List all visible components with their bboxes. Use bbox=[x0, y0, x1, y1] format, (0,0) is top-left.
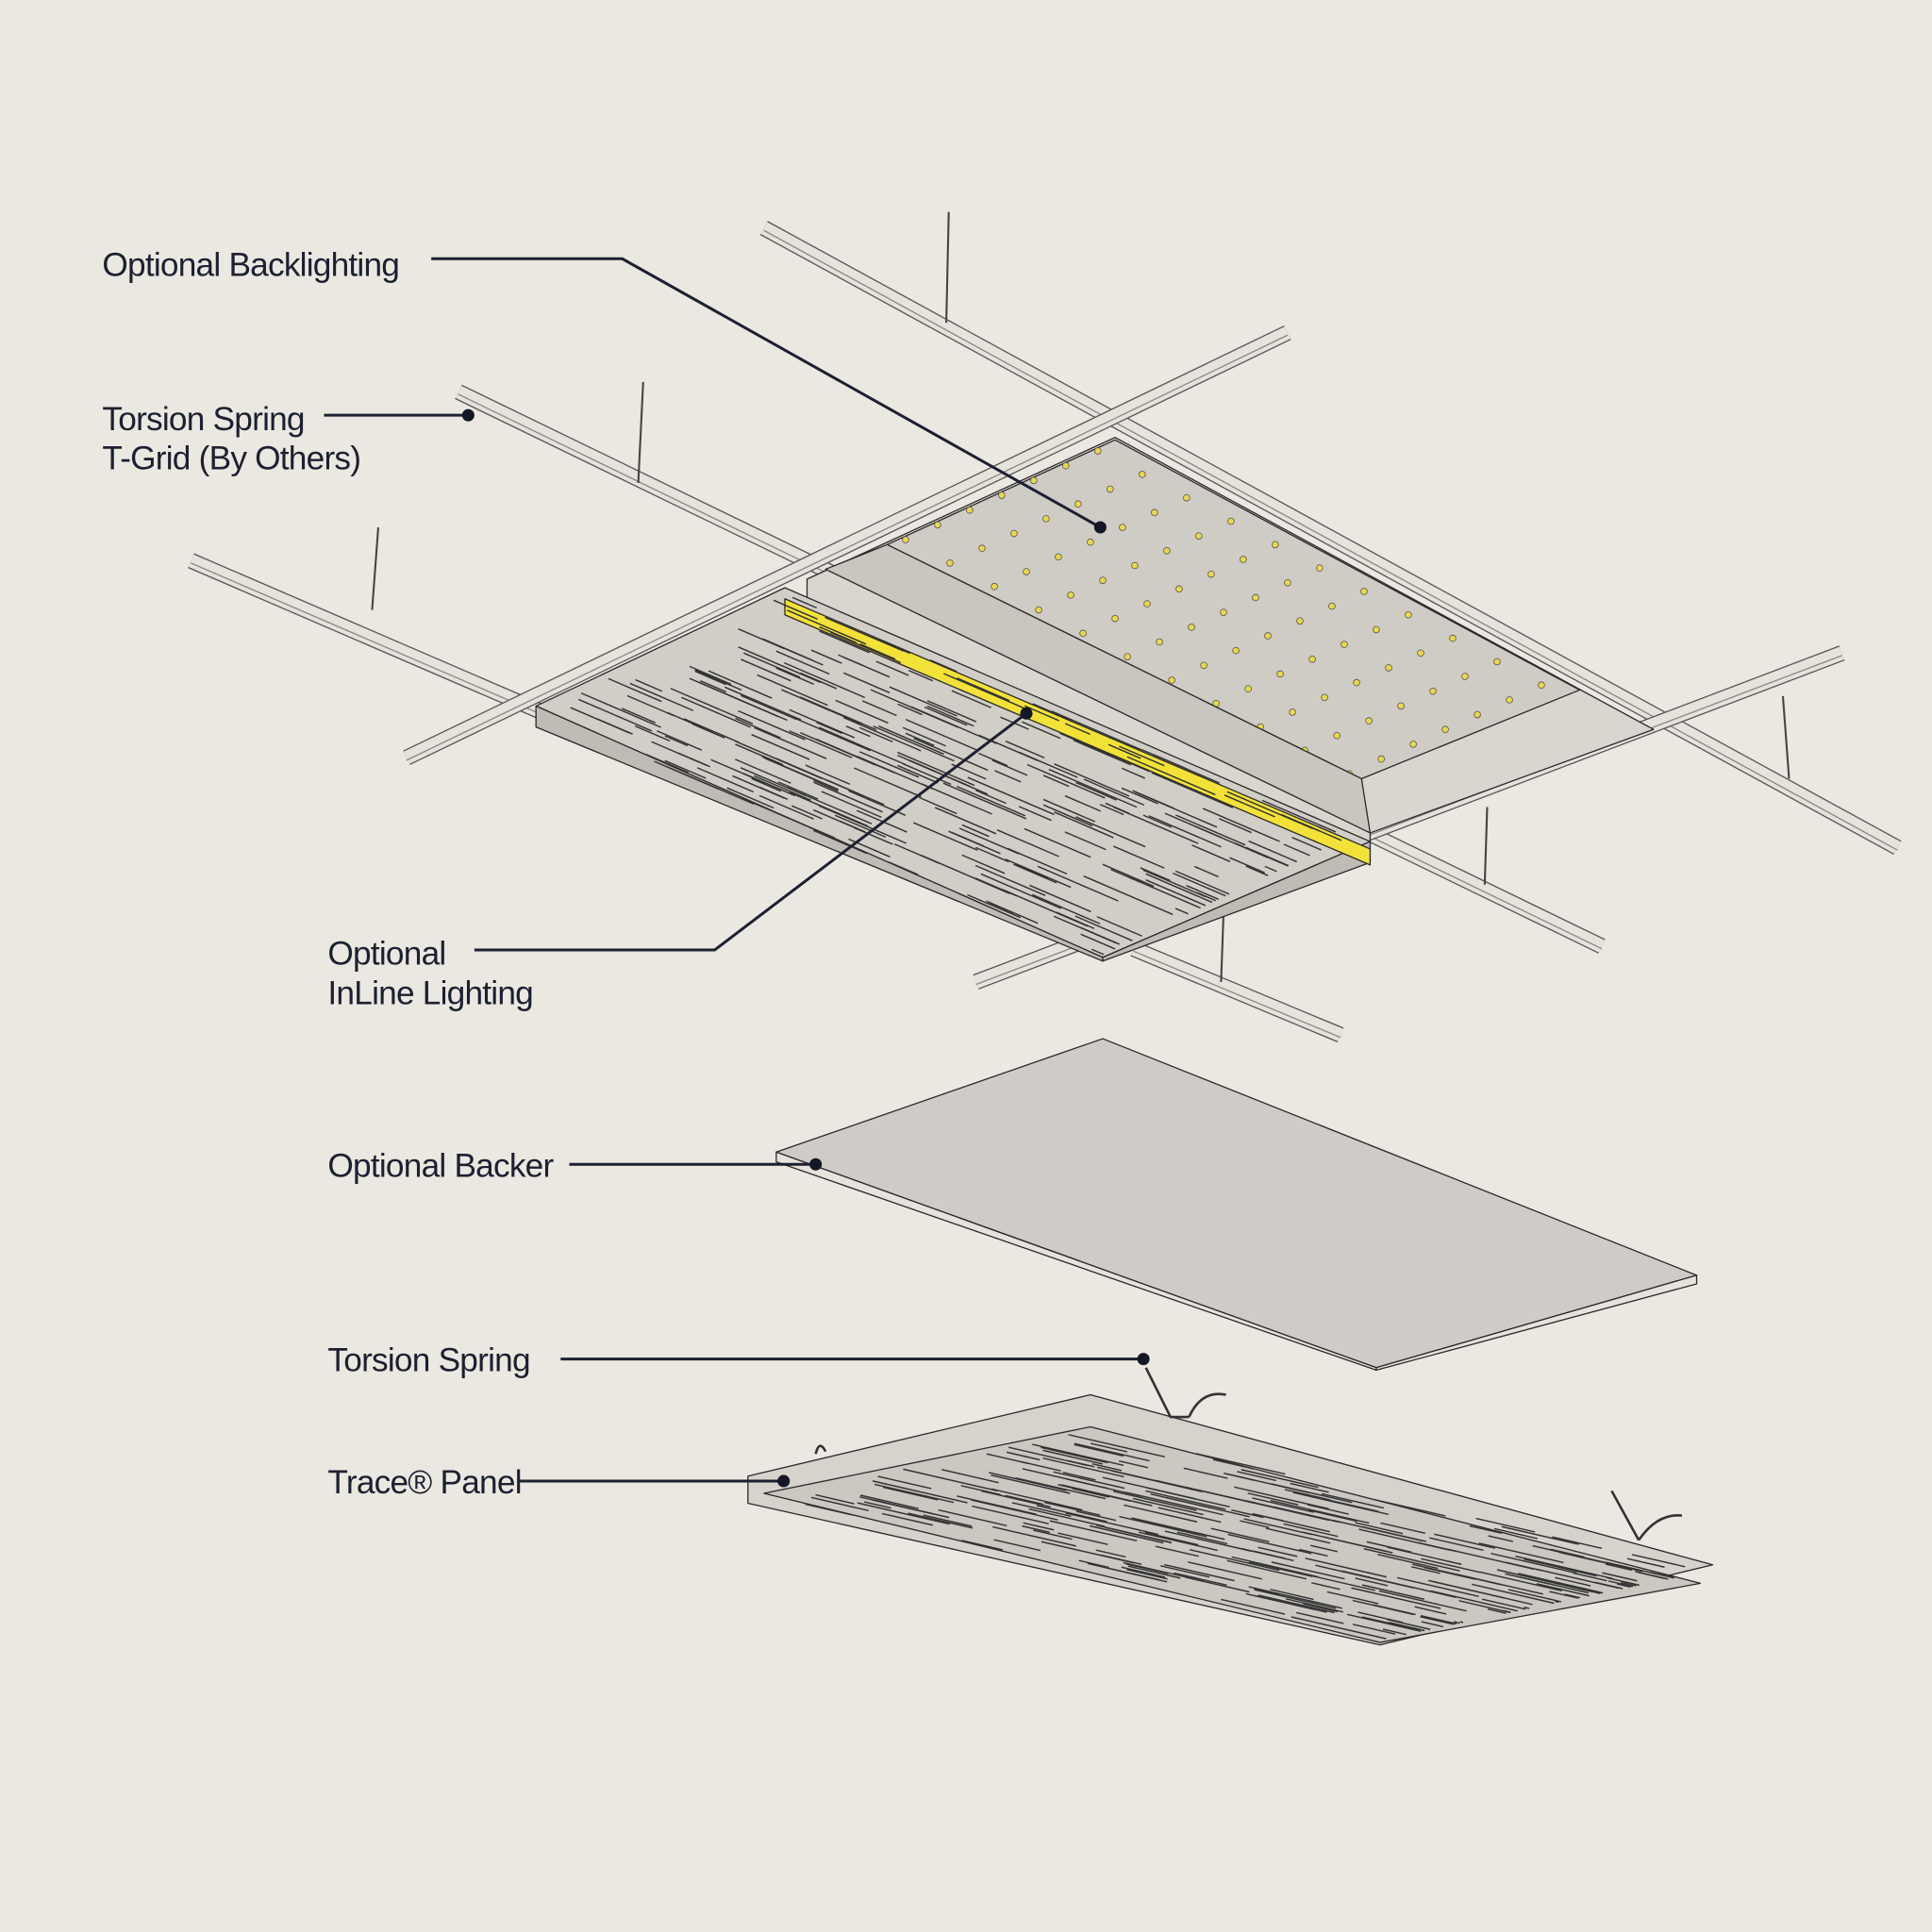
led bbox=[1055, 553, 1062, 561]
led bbox=[998, 491, 1006, 499]
led bbox=[902, 536, 909, 543]
led bbox=[1023, 568, 1030, 575]
led bbox=[1079, 629, 1087, 638]
led bbox=[1333, 731, 1341, 740]
led bbox=[1461, 673, 1469, 680]
led bbox=[1131, 561, 1139, 570]
led bbox=[978, 544, 986, 553]
backlight-led-grid bbox=[902, 447, 1545, 778]
led bbox=[1538, 681, 1545, 689]
led bbox=[1188, 624, 1195, 631]
led bbox=[966, 506, 974, 514]
led bbox=[1284, 579, 1291, 587]
hanger-wire bbox=[371, 526, 380, 610]
label-trace-panel: Trace® Panel bbox=[327, 1464, 521, 1501]
led bbox=[1195, 532, 1203, 540]
led bbox=[1252, 593, 1259, 602]
label-optional-backer: Optional Backer bbox=[327, 1147, 554, 1184]
led bbox=[1377, 755, 1385, 763]
led bbox=[1353, 678, 1360, 687]
led bbox=[1328, 602, 1336, 610]
led bbox=[1272, 541, 1279, 549]
led bbox=[1087, 538, 1094, 546]
led bbox=[1493, 658, 1501, 666]
trace-panel-texture bbox=[805, 1434, 1686, 1640]
led bbox=[1289, 708, 1296, 716]
led bbox=[1240, 556, 1247, 563]
label-inline-line1: Optional bbox=[327, 936, 445, 973]
led bbox=[1405, 610, 1412, 619]
hanger-wire bbox=[637, 381, 644, 484]
led bbox=[1429, 687, 1437, 695]
led bbox=[1385, 664, 1392, 672]
label-inline-line2: InLine Lighting bbox=[327, 974, 533, 1011]
led bbox=[1365, 717, 1373, 724]
led bbox=[1042, 515, 1050, 523]
led bbox=[1397, 702, 1405, 710]
panel-texture bbox=[570, 596, 1342, 956]
trace-panel bbox=[747, 1367, 1714, 1646]
led bbox=[946, 559, 954, 567]
hanger-wire bbox=[945, 211, 950, 324]
led bbox=[1093, 447, 1102, 455]
label-t-grid-line1: Torsion Spring bbox=[102, 401, 304, 438]
led bbox=[1163, 547, 1171, 555]
inline-lighting-panel bbox=[535, 587, 1372, 962]
led bbox=[1506, 696, 1513, 704]
led bbox=[1321, 693, 1328, 702]
led bbox=[1183, 493, 1191, 502]
led bbox=[1067, 591, 1074, 599]
led bbox=[1124, 653, 1131, 660]
leader-lines bbox=[324, 257, 1150, 1488]
led bbox=[1417, 649, 1424, 658]
label-torsion-spring: Torsion Spring bbox=[327, 1342, 529, 1379]
led bbox=[1175, 585, 1183, 593]
label-t-grid-line2: T-Grid (By Others) bbox=[102, 441, 360, 477]
led bbox=[1316, 564, 1324, 572]
led bbox=[1151, 508, 1158, 517]
led bbox=[1360, 588, 1368, 595]
led bbox=[1200, 661, 1208, 670]
led bbox=[1208, 570, 1215, 578]
led bbox=[1373, 625, 1380, 634]
led bbox=[1030, 476, 1038, 485]
label-optional-backlighting: Optional Backlighting bbox=[102, 247, 399, 284]
led bbox=[1010, 529, 1018, 538]
led bbox=[991, 582, 998, 591]
led bbox=[1035, 606, 1042, 614]
led bbox=[1143, 600, 1151, 608]
led bbox=[1119, 524, 1126, 531]
led bbox=[1062, 461, 1070, 470]
backlighting-box bbox=[806, 437, 1655, 851]
led bbox=[1264, 632, 1272, 640]
hanger-wire bbox=[1781, 695, 1790, 779]
led bbox=[1341, 641, 1348, 648]
led bbox=[934, 521, 941, 529]
hanger-wire bbox=[1220, 914, 1225, 983]
led bbox=[1296, 617, 1304, 625]
led bbox=[1168, 676, 1175, 684]
led bbox=[1156, 638, 1163, 646]
led bbox=[1244, 685, 1252, 692]
led bbox=[1308, 655, 1316, 663]
torsion-spring-wires bbox=[814, 1367, 1682, 1541]
led bbox=[1441, 725, 1449, 734]
optional-backer bbox=[775, 1038, 1698, 1372]
led bbox=[1409, 741, 1417, 748]
led bbox=[1111, 614, 1119, 623]
led bbox=[1074, 500, 1082, 508]
led bbox=[1227, 517, 1235, 525]
led bbox=[1138, 471, 1146, 478]
led bbox=[1276, 670, 1284, 678]
led bbox=[1107, 485, 1114, 493]
hanger-wire bbox=[1483, 807, 1489, 885]
led bbox=[1232, 646, 1240, 655]
led bbox=[1474, 710, 1481, 719]
led bbox=[1099, 576, 1107, 584]
inline-light-strip bbox=[784, 598, 1372, 866]
led bbox=[1220, 608, 1227, 616]
led bbox=[1449, 634, 1457, 642]
